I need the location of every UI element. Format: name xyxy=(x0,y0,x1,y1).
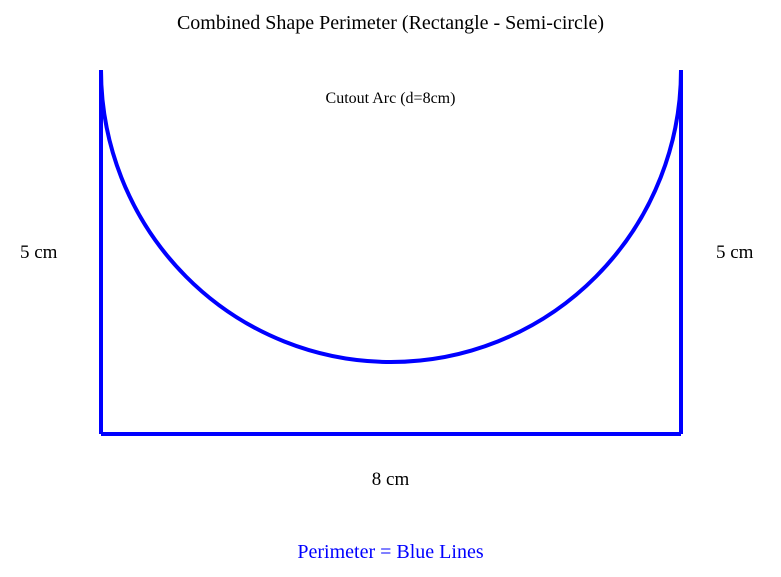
right-height-label: 5 cm xyxy=(716,242,754,263)
cutout-arc xyxy=(99,69,683,364)
combined-shape xyxy=(99,69,683,436)
left-height-label: 5 cm xyxy=(20,242,58,263)
bottom-width-label: 8 cm xyxy=(371,469,410,490)
perimeter-caption: Perimeter = Blue Lines xyxy=(297,541,484,563)
cutout-arc-label: Cutout Arc (d=8cm) xyxy=(325,90,456,107)
diagram-title: Combined Shape Perimeter (Rectangle - Se… xyxy=(176,12,605,34)
